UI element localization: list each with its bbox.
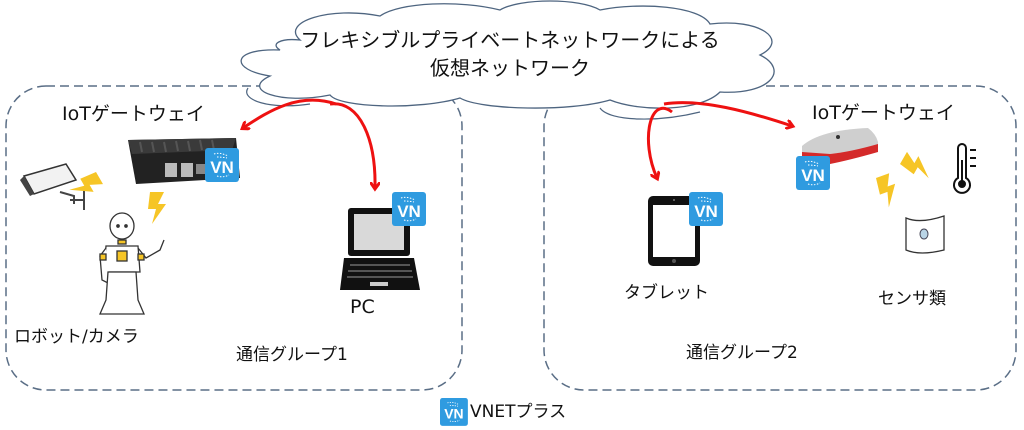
wireless-bolt-thermometer (899, 150, 936, 182)
group1-gateway-label: IoTゲートウェイ (62, 103, 205, 125)
arrow-to-left-gateway (243, 98, 337, 128)
legend: VNETプラス (470, 397, 566, 422)
cloud-label: フレキシブルプライベートネットワークによる 仮想ネットワーク (270, 26, 750, 82)
sensor-device-icon (905, 215, 945, 254)
security-camera-icon (20, 163, 85, 210)
wireless-bolt-sensor (874, 172, 902, 209)
cloud-label-line1: フレキシブルプライベートネットワークによる (300, 28, 720, 52)
robot-camera-label: ロボット/カメラ (14, 327, 139, 347)
vn-badge-right-gateway (795, 155, 831, 191)
vn-badge-pc (391, 191, 427, 227)
arrow-to-tablet (646, 106, 673, 178)
arrow-to-pc (329, 102, 375, 188)
sensors-label: センサ類 (878, 289, 946, 309)
legend-label: VNETプラス (470, 402, 567, 422)
cloud-label-line2: 仮想ネットワーク (430, 56, 590, 80)
pc-label: PC (350, 296, 375, 318)
vn-badge-tablet (688, 191, 724, 227)
robot-icon (99, 212, 165, 315)
thermometer-icon (953, 143, 976, 194)
group2-title: 通信グループ2 (686, 343, 798, 363)
vn-badge-left-gateway (204, 147, 240, 183)
wireless-bolt-robot (148, 192, 166, 224)
group2-boundary (543, 85, 1017, 391)
tablet-icon (648, 196, 700, 266)
arrow-to-right-gateway (663, 101, 792, 126)
group2-gateway-label: IoTゲートウェイ (812, 102, 955, 124)
cloud-shape (240, 0, 775, 120)
group1-title: 通信グループ1 (236, 345, 348, 365)
legend-vn-badge (439, 397, 469, 427)
tablet-label: タブレット (624, 283, 709, 303)
group1-boundary (5, 85, 463, 391)
